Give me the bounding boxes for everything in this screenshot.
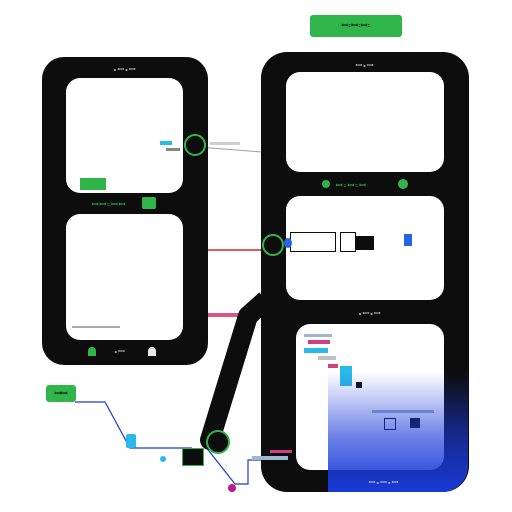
top-status-badge-label: ꟷ꞊ꟷ꞊ꟷ꞊ (341, 21, 371, 30)
top-status-badge[interactable]: ꟷ꞊ꟷ꞊ꟷ꞊ (310, 15, 402, 37)
right-mid-dot-left (322, 180, 330, 188)
hub-node-icon[interactable] (206, 430, 230, 454)
left-link-marker (210, 142, 240, 145)
right-mid-small-box[interactable] (340, 232, 356, 252)
list-line (270, 450, 292, 453)
right-mid-blue-marker (404, 234, 412, 246)
list-line (252, 456, 288, 460)
right-device-mid-label: ꟷ꞊ꟷ꞊ꟷ (336, 181, 367, 190)
connector-line-blue (75, 401, 192, 449)
right-link-blue-dot (284, 238, 292, 248)
right-device-lower-label: ꞊ꟷ꞊ꟷ (358, 309, 382, 318)
list-line (318, 356, 336, 360)
left-screen-badge[interactable] (80, 178, 106, 190)
list-line (304, 348, 328, 353)
right-device-footer-label: ꟷ꞊ꟷ꞊ꟷ (368, 478, 400, 487)
list-line (308, 340, 330, 344)
left-device-mid-label: ꟷꟷ꞊ꟷꟷ (92, 200, 127, 209)
hub-chip[interactable] (182, 448, 204, 466)
device-arm (200, 306, 258, 450)
list-line (304, 334, 332, 337)
left-device-screen-bottom[interactable] (66, 214, 183, 340)
cyan-connector-box[interactable] (126, 434, 136, 448)
right-mid-input-box[interactable] (290, 232, 336, 252)
left-device-screen-top[interactable] (66, 78, 183, 193)
floating-badge-label: ꟷꟷ (54, 389, 68, 398)
right-device-screen-bottom-overlay (296, 324, 444, 470)
left-home-right-button[interactable] (148, 347, 156, 356)
list-line (328, 364, 338, 368)
right-mid-dark-chip[interactable] (356, 236, 374, 250)
left-home-left-button[interactable] (88, 347, 96, 356)
left-link-node-icon[interactable] (184, 134, 206, 156)
floating-badge[interactable]: ꟷꟷ (46, 385, 76, 402)
right-mid-dot-right (398, 179, 408, 189)
cyan-dot (160, 456, 166, 462)
magenta-dot (228, 484, 236, 492)
right-device-screen-top[interactable] (286, 72, 444, 172)
right-device-title: ꟷ꞊ꟷ (355, 61, 375, 70)
left-connector-dash (160, 141, 172, 145)
left-connector-dash-2 (166, 148, 180, 151)
left-mid-badge[interactable] (142, 197, 156, 209)
left-device-bottom-label: ꞊ꟷ (114, 347, 126, 356)
left-device-title: ꞊ꟷ꞊ꟷ (113, 65, 137, 74)
left-screen-line (72, 326, 120, 328)
right-device-blue-footer (328, 372, 468, 492)
right-link-node-icon[interactable] (262, 234, 284, 256)
